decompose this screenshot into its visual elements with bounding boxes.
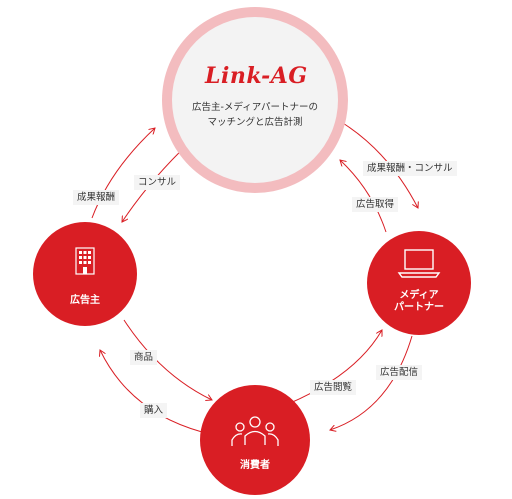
hub-description-line1: 広告主-メディアパートナーの (191, 102, 319, 113)
edge-label-success-fee-consult: 成果報酬・コンサル (363, 161, 457, 176)
edge-label-product: 商品 (130, 350, 158, 365)
edge-label-success-fee: 成果報酬 (73, 190, 120, 205)
media-partner-node (367, 231, 471, 335)
arrow-advertiser-to-hub (91, 128, 155, 219)
media-partner-label-line2: パートナー (394, 302, 444, 313)
edge-label-ad-acquisition: 広告取得 (352, 197, 399, 212)
people-group-icon (231, 416, 279, 446)
edge-label-ad-delivery: 広告配信 (376, 365, 423, 380)
building-icon (75, 247, 95, 275)
arrow-media-to-consumer (330, 335, 413, 430)
arrow-hub-to-media (337, 119, 418, 208)
arrow-advertiser-to-consumer (123, 319, 212, 400)
consumer-label: 消費者 (240, 460, 270, 471)
media-partner-label-line1: メディア (399, 290, 439, 301)
hub-description-line2: マッチングと広告計測 (207, 117, 303, 128)
consumer-node (200, 385, 310, 495)
arrow-media-to-hub (340, 160, 387, 233)
brand-logo: Link-AG (205, 63, 308, 89)
hub-inner-circle (172, 17, 338, 183)
arrow-consumer-to-media (287, 330, 382, 405)
edge-label-ad-view: 広告閲覧 (310, 380, 357, 395)
edge-label-purchase: 購入 (140, 403, 168, 418)
edge-label-consult: コンサル (134, 175, 181, 190)
arrow-consumer-to-advertiser (100, 350, 203, 433)
laptop-icon (397, 249, 441, 278)
advertiser-label: 広告主 (70, 295, 100, 306)
